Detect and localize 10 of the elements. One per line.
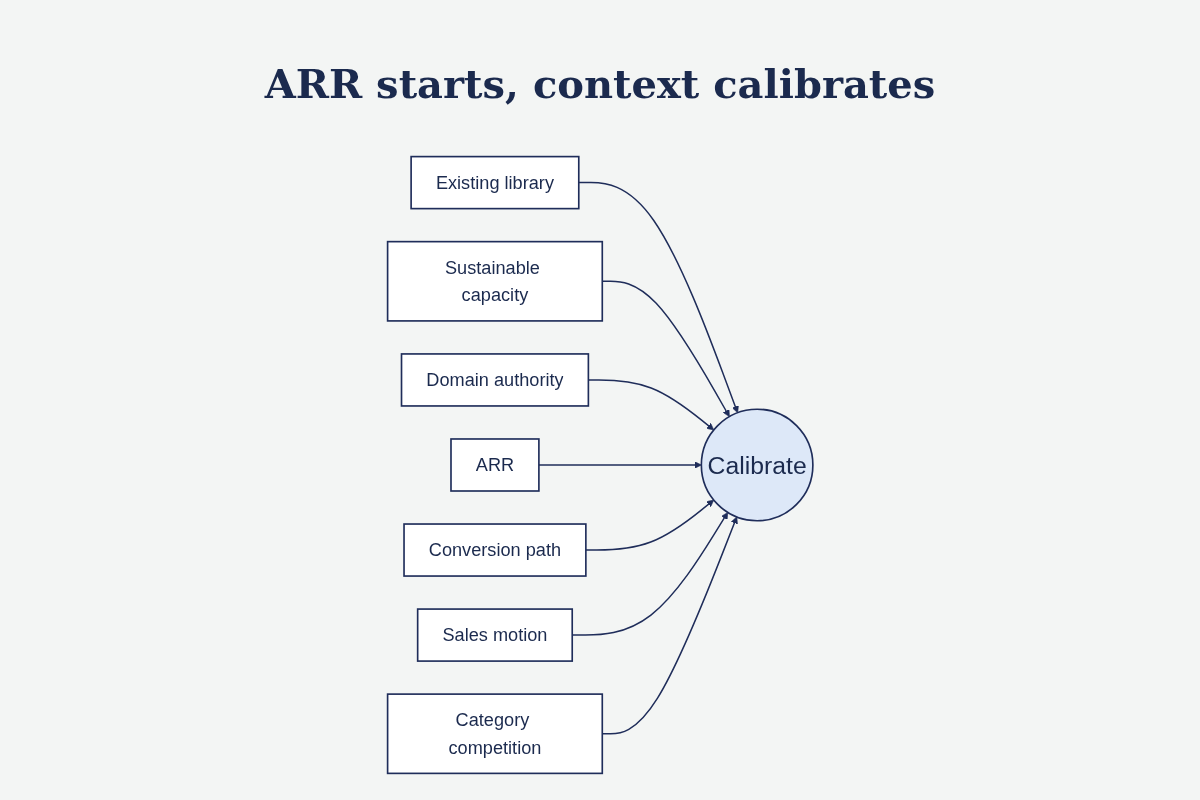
node-box: Category competition bbox=[386, 693, 603, 775]
title: ARR starts, context calibrates bbox=[263, 60, 937, 107]
node-circle: Calibrate bbox=[700, 408, 814, 522]
node-box: Conversion path bbox=[402, 523, 587, 577]
node-box: Sales motion bbox=[416, 608, 573, 662]
arrow bbox=[571, 512, 728, 636]
node-box: Existing library bbox=[410, 155, 580, 210]
node-box: Sustainable capacity bbox=[386, 240, 603, 322]
node-box: ARR bbox=[449, 438, 540, 492]
node-box: Domain authority bbox=[400, 353, 589, 407]
